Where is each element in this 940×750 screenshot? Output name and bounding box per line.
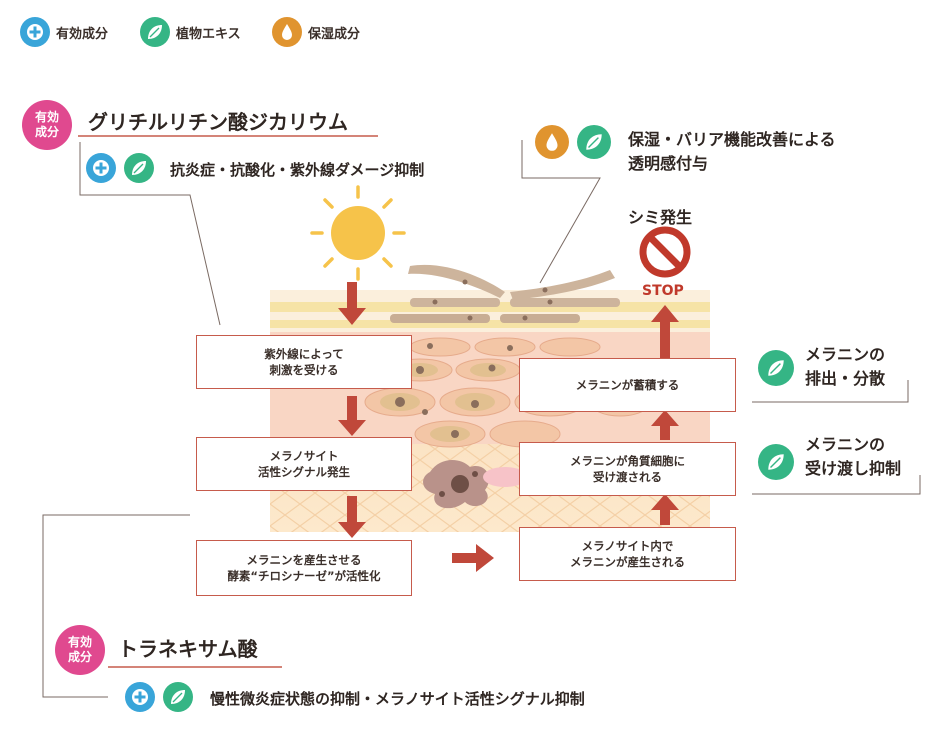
legend-plus-drop-icon xyxy=(20,17,50,47)
active-ingredient-badge-bottom: 有効 成分 xyxy=(55,625,105,675)
active-ingredient-badge-top: 有効 成分 xyxy=(22,100,72,150)
legend-label-moisture: 保湿成分 xyxy=(308,27,361,42)
legend-water-drop-icon xyxy=(272,17,302,47)
sun-icon xyxy=(310,185,406,281)
step-melanocyte-signal: メラノサイト 活性シグナル発生 xyxy=(196,437,412,491)
legend-label-plant: 植物エキス xyxy=(176,27,241,42)
side-effect-excretion: メラニンの 排出・分散 xyxy=(805,345,886,388)
plus-drop-icon xyxy=(125,682,155,712)
step-melanin-accumulate: メラニンが蓄積する xyxy=(519,358,736,412)
ingredient-glycyrrhizin-name: グリチルリチン酸ジカリウム xyxy=(88,110,348,134)
step-melanin-produce: メラノサイト内で メラニンが産生される xyxy=(519,527,736,581)
stop-text: STOP xyxy=(642,283,684,299)
moisture-effect-label: 保湿・バリア機能改善による 透明感付与 xyxy=(628,130,836,173)
leaf-icon xyxy=(577,125,611,159)
water-drop-icon xyxy=(535,125,569,159)
leaf-icon xyxy=(163,682,193,712)
ingredient-tranexamic-effect: 慢性微炎症状態の抑制・メラノサイト活性シグナル抑制 xyxy=(210,690,585,708)
step-uv-stimulus: 紫外線によって 刺激を受ける xyxy=(196,335,412,389)
step-tyrosinase: メラニンを産生させる 酵素“チロシナーゼ”が活性化 xyxy=(196,540,412,596)
step-melanin-transfer: メラニンが角質細胞に 受け渡される xyxy=(519,442,736,496)
stop-title: シミ発生 xyxy=(628,208,693,227)
ingredient-glycyrrhizin-effect: 抗炎症・抗酸化・紫外線ダメージ抑制 xyxy=(170,161,425,179)
leaf-icon xyxy=(758,350,794,386)
legend-leaf-icon xyxy=(140,17,170,47)
leaf-icon xyxy=(758,444,794,480)
plus-drop-icon xyxy=(86,153,116,183)
side-effect-transfer-inhibit: メラニンの 受け渡し抑制 xyxy=(805,435,902,478)
leaf-icon xyxy=(124,153,154,183)
ingredient-tranexamic-name: トラネキサム酸 xyxy=(118,637,258,661)
prohibition-icon xyxy=(639,226,691,278)
corneum-flakes xyxy=(408,264,615,300)
legend-label-active: 有効成分 xyxy=(56,27,109,42)
